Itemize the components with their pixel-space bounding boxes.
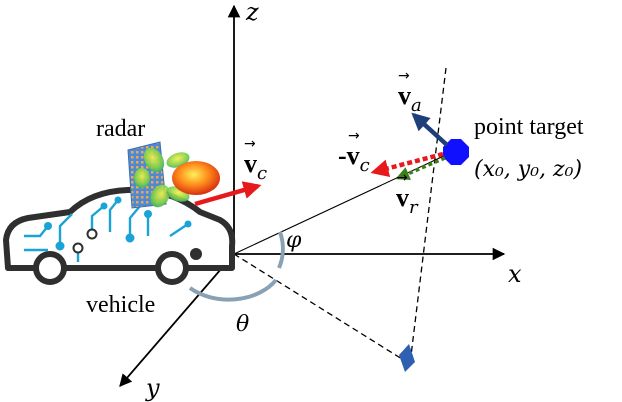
svg-text:-vc: -vc — [338, 141, 370, 176]
velocity-r-label: vr → — [396, 170, 419, 218]
negative-velocity-c-vector-mark: → — [348, 128, 360, 144]
velocity-r-vector-mark: → — [396, 170, 408, 186]
point-target-label: point target — [474, 114, 584, 140]
point-target-icon — [443, 139, 469, 165]
velocity-a-vector-mark: → — [398, 68, 410, 84]
axis-z-label: z — [245, 0, 259, 26]
negative-velocity-c-label: -vc → — [338, 128, 370, 176]
coordinate-axes — [119, 4, 506, 387]
angle-phi-label: φ — [286, 228, 302, 253]
angle-theta-label: θ — [236, 312, 249, 337]
velocity-a-arrow — [411, 112, 449, 147]
velocity-a-subscript: a — [411, 95, 422, 116]
radar-antenna-icon — [127, 141, 220, 209]
velocity-c-arrow — [194, 181, 262, 207]
velocity-c-subscript: c — [257, 163, 267, 184]
negative-velocity-c-arrow — [370, 151, 444, 178]
vehicle-label: vehicle — [86, 292, 155, 318]
velocity-c-vector-mark: → — [244, 136, 256, 152]
phi-angle-arc — [277, 231, 285, 269]
ground-projection-line — [233, 253, 411, 365]
svg-text:vr: vr — [396, 183, 419, 218]
right-angle-marker — [399, 344, 415, 372]
axis-y-label: y — [145, 374, 160, 402]
vehicle-icon — [3, 186, 236, 285]
axis-x-label: x — [508, 260, 522, 288]
projection-lines — [233, 67, 447, 365]
velocity-r-subscript: r — [409, 197, 419, 218]
theta-angle-arc — [188, 278, 278, 302]
target-coordinates-label: (x₀, y₀, z₀) — [474, 157, 582, 182]
y-axis — [119, 253, 235, 387]
velocity-r-arrow — [395, 156, 446, 181]
radar-label: radar — [96, 116, 145, 142]
velocity-c-label: vc → — [244, 136, 267, 184]
svg-text:va: va — [398, 81, 422, 116]
negative-velocity-c-subscript: c — [360, 155, 370, 176]
svg-text:vc: vc — [244, 149, 267, 184]
velocity-a-label: va → — [398, 68, 422, 116]
